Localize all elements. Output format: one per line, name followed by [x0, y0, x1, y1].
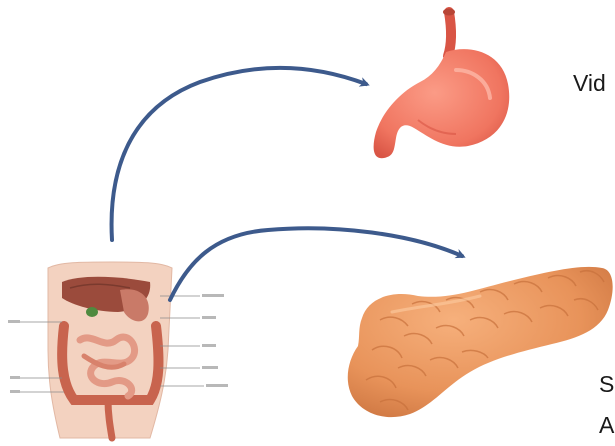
stomach-illustration	[374, 9, 510, 159]
pancreas-illustration	[348, 267, 613, 417]
pancreas-label-line-2: A	[599, 414, 614, 437]
arrow-to-stomach	[112, 68, 366, 240]
stomach-label: Vid	[573, 72, 606, 95]
digestive-system-illustration	[8, 262, 228, 438]
arrow-to-pancreas	[170, 228, 462, 300]
pancreas-label-line-1: S	[599, 373, 614, 396]
